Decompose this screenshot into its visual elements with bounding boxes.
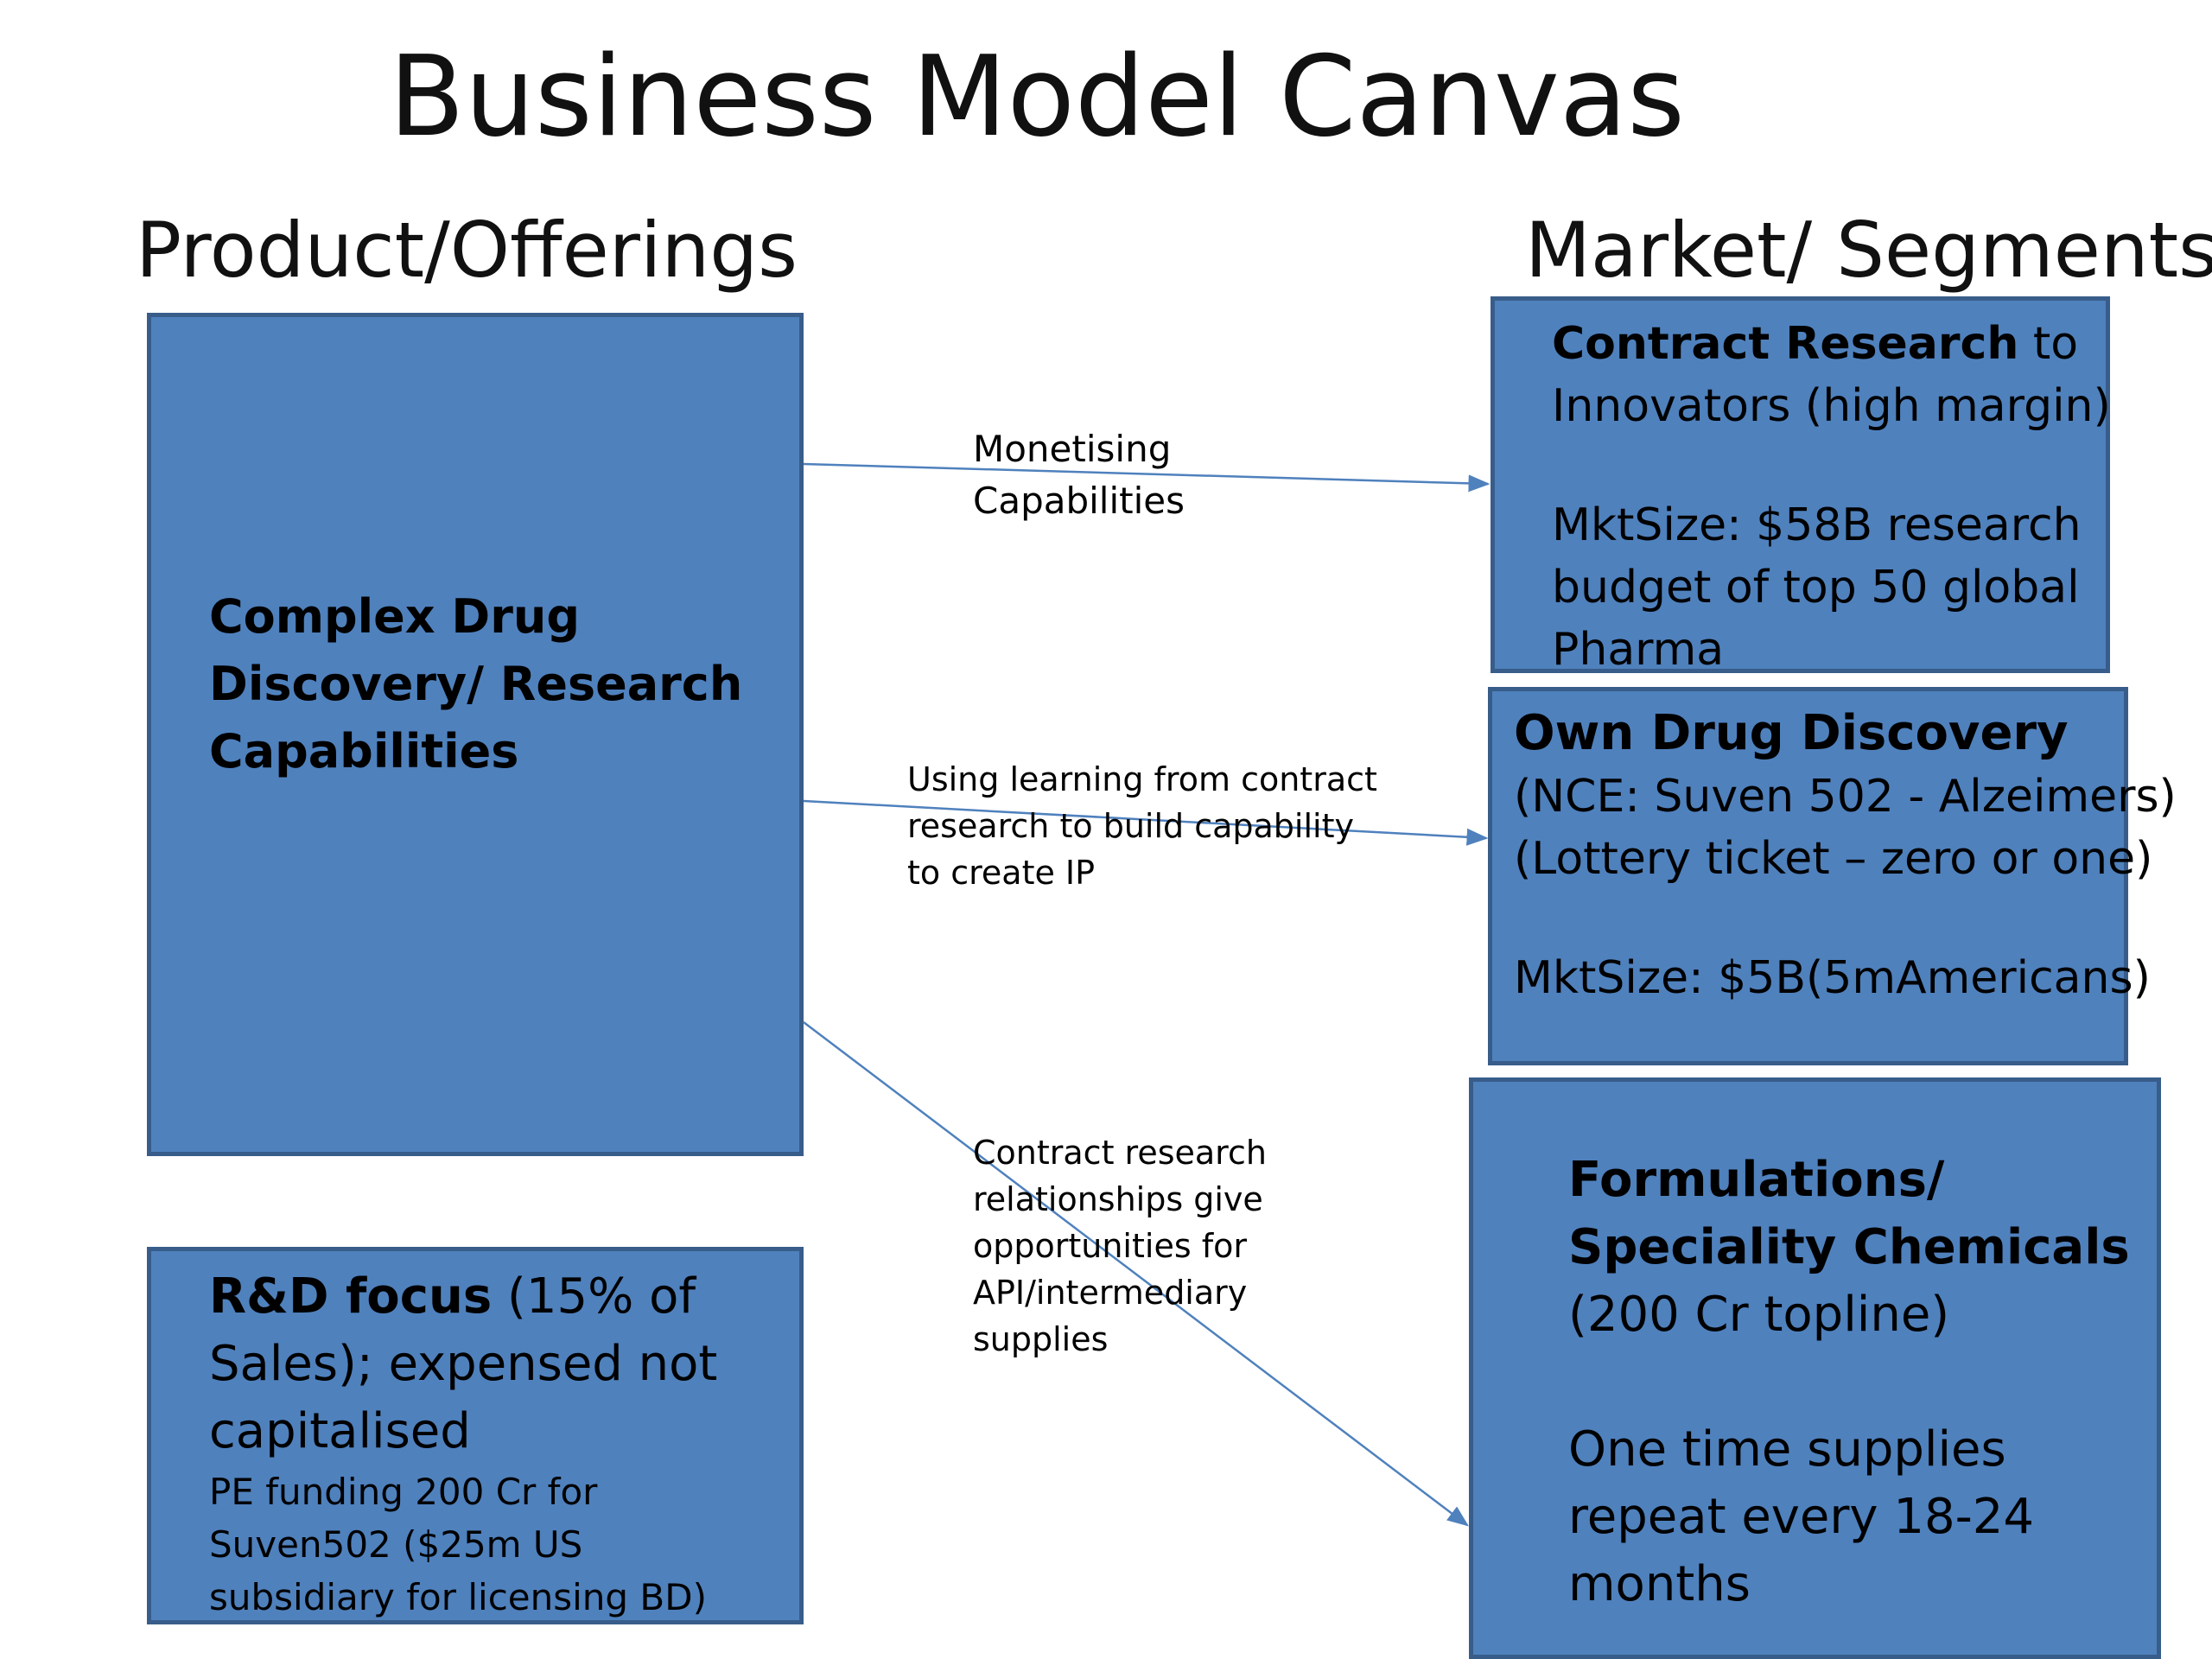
- page-title: Business Model Canvas: [389, 33, 1685, 162]
- rnd-rest1: (15% of: [492, 1268, 696, 1325]
- label-relationships: Contract research relationships give opp…: [973, 1129, 1267, 1363]
- label-learning-line3: to create IP: [907, 854, 1096, 892]
- label-relationships-line4: API/intermediary: [973, 1274, 1248, 1312]
- contract-research-line5: Pharma: [1552, 624, 1725, 676]
- label-relationships-line2: relationships give: [973, 1180, 1263, 1218]
- own-discovery-bold: Own Drug Discovery: [1514, 705, 2069, 761]
- formulations-line2: Speciality Chemicals: [1568, 1219, 2130, 1275]
- box-rnd-focus: [147, 1247, 804, 1624]
- own-discovery-line3: (Lottery ticket – zero or one): [1514, 833, 2153, 885]
- own-discovery-line2: (NCE: Suven 502 - Alzeimers): [1514, 771, 2177, 823]
- contract-research-text: Contract Research to Innovators (high ma…: [1552, 313, 2111, 681]
- rnd-small2: Suven502 ($25m US: [209, 1523, 583, 1566]
- formulations-line3: (200 Cr topline): [1568, 1287, 1950, 1343]
- label-monetising: Monetising Capabilities: [973, 423, 1185, 527]
- contract-research-bold: Contract Research: [1552, 318, 2019, 370]
- formulations-text: Formulations/ Speciality Chemicals (200 …: [1568, 1147, 2130, 1618]
- label-monetising-line2: Capabilities: [973, 480, 1185, 522]
- box-formulations: [1469, 1077, 2161, 1659]
- header-market-segments: Market/ Segments: [1525, 206, 2212, 295]
- rnd-small1: PE funding 200 Cr for: [209, 1471, 598, 1513]
- contract-research-line2: Innovators (high margin): [1552, 380, 2111, 432]
- rnd-small3: subsidiary for licensing BD): [209, 1576, 707, 1618]
- box-capabilities: [147, 313, 804, 1156]
- own-discovery-text: Own Drug Discovery (NCE: Suven 502 - Alz…: [1514, 702, 2177, 1009]
- rnd-line3: capitalised: [209, 1403, 471, 1459]
- formulations-line4: One time supplies: [1568, 1421, 2006, 1478]
- rnd-line2: Sales); expensed not: [209, 1336, 718, 1392]
- box-own-drug-discovery: [1488, 687, 2128, 1065]
- arrow-relationships: [803, 1021, 1469, 1527]
- own-discovery-line4: MktSize: $5B(5mAmericans): [1514, 952, 2151, 1004]
- formulations-line1: Formulations/: [1568, 1152, 1945, 1208]
- capabilities-line1: Complex Drug: [209, 589, 580, 644]
- label-learning-line2: research to build capability: [907, 807, 1354, 845]
- capabilities-text: Complex Drug Discovery/ Research Capabil…: [209, 583, 742, 785]
- label-relationships-line3: opportunities for: [973, 1227, 1247, 1265]
- box-contract-research: [1491, 296, 2110, 673]
- contract-research-line3: MktSize: $58B research: [1552, 499, 2082, 551]
- label-learning-line1: Using learning from contract: [907, 760, 1377, 798]
- arrow-monetising: [803, 462, 1491, 493]
- capabilities-line3: Capabilities: [209, 724, 519, 779]
- contract-research-rest1: to: [2018, 318, 2079, 370]
- capabilities-line2: Discovery/ Research: [209, 657, 743, 711]
- rnd-bold: R&D focus: [209, 1268, 493, 1325]
- rnd-text: R&D focus (15% of Sales); expensed not c…: [209, 1263, 717, 1624]
- label-relationships-line5: supplies: [973, 1320, 1109, 1358]
- arrow-learning: [803, 799, 1489, 846]
- label-learning: Using learning from contract research to…: [907, 756, 1377, 896]
- contract-research-line4: budget of top 50 global: [1552, 562, 2080, 613]
- formulations-line6: months: [1568, 1556, 1751, 1612]
- label-monetising-line1: Monetising: [973, 428, 1172, 470]
- header-product-offerings: Product/Offerings: [136, 206, 798, 295]
- formulations-line5: repeat every 18-24: [1568, 1489, 2035, 1545]
- label-relationships-line1: Contract research: [973, 1134, 1267, 1172]
